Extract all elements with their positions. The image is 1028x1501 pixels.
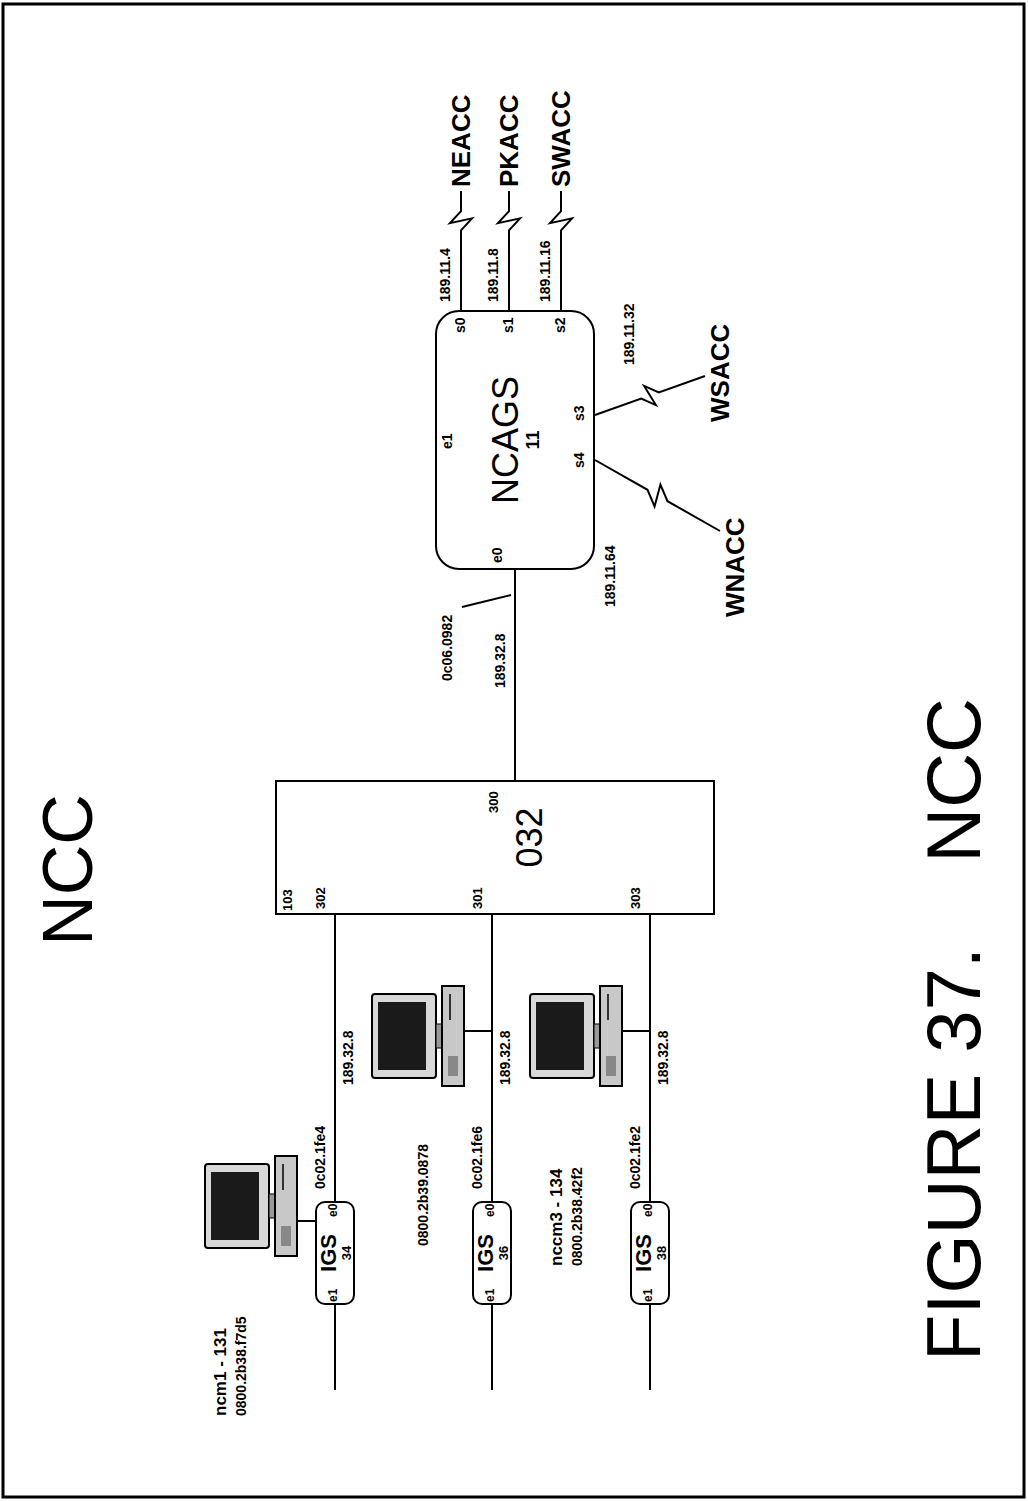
node-name: WNACC [722, 517, 748, 617]
node-name: SWACC [548, 90, 574, 187]
port-label: 103 [281, 889, 295, 911]
ip-address: 189.11.64 [603, 544, 618, 608]
port-label: s3 [572, 405, 587, 421]
workstation-icon [530, 986, 622, 1086]
port-label: e1 [440, 433, 455, 449]
port-label: s1 [501, 317, 516, 333]
workstation-icon [205, 1156, 297, 1256]
host-name: nccm3 - 134 [548, 1169, 567, 1266]
node-name: 032 [512, 807, 548, 867]
wires [297, 595, 650, 1390]
ip-address: 189.32.8 [498, 1030, 513, 1087]
figure-caption: FIGURE 37. NCC [912, 698, 996, 1361]
port-label: 303 [629, 887, 643, 909]
node-name: WSACC [707, 324, 733, 422]
ethernet-wire [649, 1305, 651, 1390]
port-label: e0 [642, 1204, 655, 1217]
node-name: NCAGS [488, 376, 524, 504]
router-box: NCAGS11 [435, 310, 595, 570]
mac-address: 0c06.0982 [440, 615, 455, 681]
port-label: s4 [572, 452, 587, 468]
node-name: IGS [475, 1234, 497, 1272]
ip-address: 189.11.16 [538, 239, 553, 303]
node-name: IGS [318, 1234, 340, 1272]
diagram-title: NCC [30, 794, 107, 946]
port-label: e0 [490, 547, 505, 563]
ip-address: 189.32.8 [341, 1030, 356, 1087]
node-number: 38 [655, 1246, 668, 1260]
ethernet-link [649, 915, 651, 1201]
mac-address: 0800.2b38.f7d5 [234, 1316, 249, 1416]
ip-address: 189.11.8 [486, 247, 501, 303]
workstation-icon [372, 986, 464, 1086]
site-name: PKACC [494, 91, 524, 191]
workstation-cable [297, 1220, 315, 1222]
ip-address: 189.11.4 [438, 247, 453, 303]
site-name: WSACC [705, 320, 735, 426]
node-name: NEACC [448, 95, 474, 187]
mac-address: 0800.2b38.42f2 [570, 1167, 585, 1266]
node-name: IGS [633, 1234, 655, 1272]
ethernet-wire [491, 1305, 493, 1390]
port-label: 302 [314, 887, 328, 909]
node-name: PKACC [496, 95, 522, 187]
port-label: e1 [327, 1289, 340, 1302]
port-label: e1 [642, 1289, 655, 1302]
port-label: 301 [471, 887, 485, 909]
ethernet-wire [334, 1305, 336, 1390]
mac-address: 0800.2b39.0878 [416, 1144, 431, 1246]
mac-address: 0c02.1fe4 [313, 1126, 328, 1189]
site-name: NEACC [446, 91, 476, 191]
ethernet-link [334, 915, 336, 1201]
port-label: s2 [553, 317, 568, 333]
port-label: 300 [487, 791, 501, 813]
ip-address: 189.32.8 [656, 1030, 671, 1087]
host-name: ncm1 - 131 [212, 1328, 231, 1416]
mac-address: 0c02.1fe6 [470, 1126, 485, 1189]
port-label: e1 [484, 1289, 497, 1302]
mac-address: 0c02.1fe2 [628, 1126, 643, 1189]
serial-link [595, 460, 720, 531]
node-number: 36 [497, 1246, 510, 1260]
serial-link [595, 376, 705, 415]
ethernet-link [514, 570, 516, 780]
node-number: 34 [340, 1246, 353, 1260]
port-label: e0 [327, 1204, 340, 1217]
ip-address: 189.11.32 [622, 302, 637, 366]
node-number: 11 [524, 430, 542, 449]
page-frame [3, 4, 1024, 1497]
port-label: e0 [484, 1204, 497, 1217]
workstation-cable [464, 1030, 491, 1032]
ethernet-link [491, 915, 493, 1201]
workstation-cable [622, 1030, 649, 1032]
site-name: WNACC [720, 513, 750, 621]
leader-line [462, 595, 511, 607]
site-name: SWACC [546, 86, 576, 191]
port-label: s0 [453, 317, 468, 333]
ip-address: 189.32.8 [493, 633, 508, 690]
